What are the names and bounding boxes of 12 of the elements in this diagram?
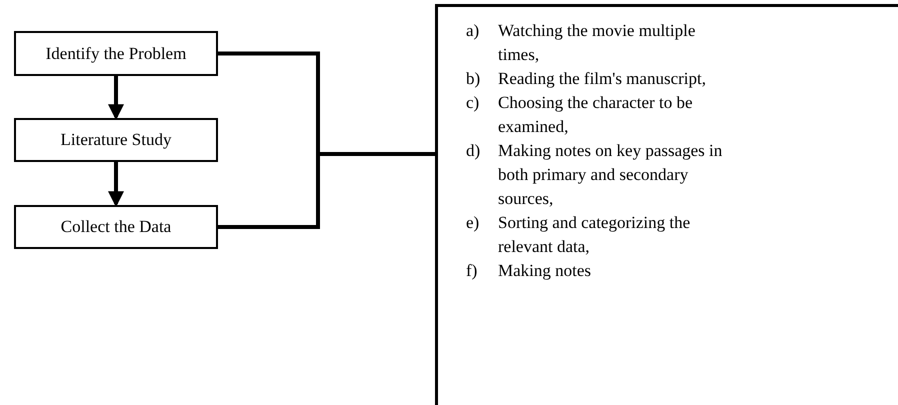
list-panel <box>435 4 898 405</box>
process-box <box>14 118 218 162</box>
arrow <box>108 162 124 208</box>
list-item: b) Reading the film's manuscript, <box>466 68 707 90</box>
box-label: Collect the Data <box>60 217 172 237</box>
process-box <box>14 205 218 249</box>
process-box <box>14 31 218 76</box>
list-item: f) Making notes <box>466 260 592 282</box>
connector-line <box>218 152 436 229</box>
box-label: Literature Study <box>60 130 172 150</box>
arrow <box>108 76 124 120</box>
box-label: Identify the Problem <box>46 44 186 64</box>
